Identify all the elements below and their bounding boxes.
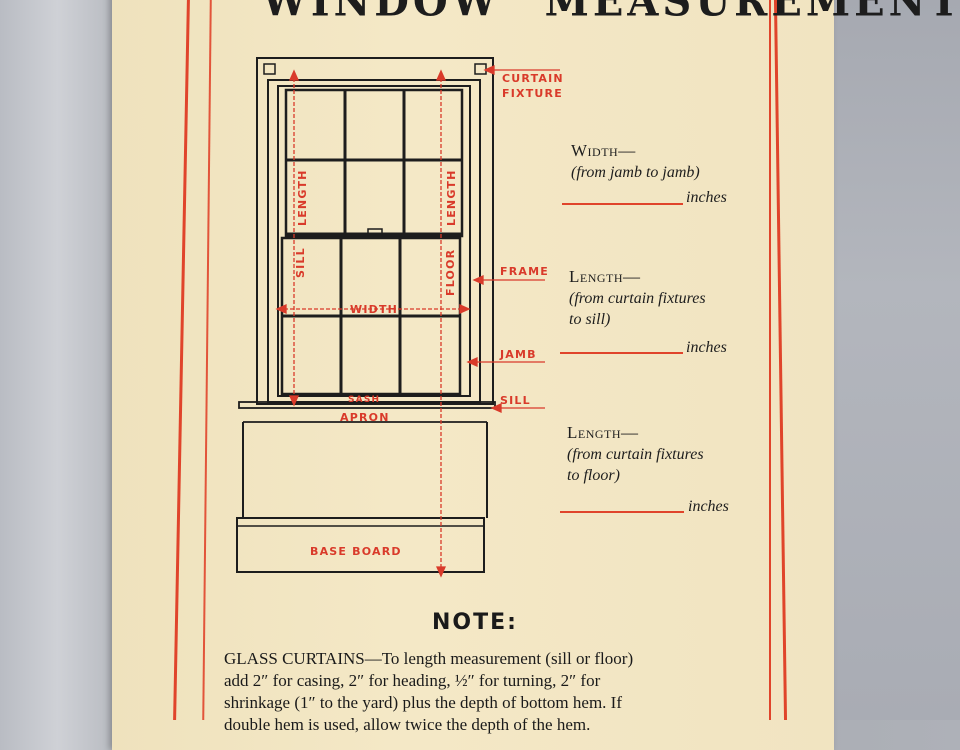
field-width-title: Width—: [571, 141, 636, 160]
label-length-right: LENGTH: [445, 170, 458, 226]
note-line: add 2″ for casing, 2″ for heading, ½″ fo…: [224, 671, 601, 690]
field-width-blank[interactable]: [562, 203, 683, 205]
field-length-floor-title: Length—: [567, 423, 639, 442]
window-frame: [267, 79, 481, 403]
field-length-sill-title: Length—: [569, 267, 641, 286]
label-curtain-fixture-2: FIXTURE: [502, 87, 563, 100]
field-width-unit: inches: [686, 189, 727, 206]
label-frame: FRAME: [500, 265, 549, 278]
label-length-left: LENGTH: [296, 170, 309, 226]
field-length-sill-unit: inches: [686, 339, 727, 356]
border-rule-right-inner: [769, 0, 771, 720]
label-sill-vertical: SILL: [294, 247, 307, 278]
window-casing: [256, 57, 494, 405]
sash-lock: [367, 228, 383, 236]
base-board: [236, 517, 485, 573]
note-body: GLASS CURTAINS—To length measurement (si…: [224, 648, 736, 736]
field-length-sill-sub-1: (from curtain fixtures: [569, 290, 706, 307]
label-sash: SASH: [348, 395, 380, 405]
window-frame-inner: [277, 85, 471, 397]
upper-sash: [284, 88, 464, 238]
field-length-floor-sub-1: (from curtain fixtures: [567, 446, 704, 463]
field-length-floor-blank[interactable]: [560, 511, 684, 513]
note-line: GLASS CURTAINS—To length measurement (si…: [224, 649, 634, 668]
sill-board: [238, 401, 496, 409]
field-length-sill-blank[interactable]: [560, 352, 683, 354]
label-floor-vertical: FLOOR: [444, 249, 457, 296]
curtain-fixture-right: [474, 63, 487, 75]
label-width: WIDTH: [350, 303, 398, 316]
label-sill: SILL: [500, 394, 531, 407]
label-apron: APRON: [340, 411, 390, 424]
field-length-sill-sub-2: to sill): [569, 311, 611, 328]
label-curtain-fixture-1: CURTAIN: [502, 72, 564, 85]
label-base-board: BASE BOARD: [310, 545, 402, 558]
measurement-card: [112, 0, 834, 750]
field-width-sub: (from jamb to jamb): [571, 164, 700, 181]
field-length-floor-sub-2: to floor): [567, 467, 620, 484]
title-word-1: WINDOW: [262, 0, 501, 27]
photo-scene: WINDOW MEASUREMENTS: [112, 0, 960, 750]
label-jamb: JAMB: [499, 348, 537, 361]
page-title: WINDOW MEASUREMENTS: [262, 0, 960, 27]
note-line: double hem is used, allow twice the dept…: [224, 715, 591, 734]
note-heading: NOTE:: [432, 610, 518, 635]
note-line: shrinkage (1″ to the yard) plus the dept…: [224, 693, 622, 712]
title-word-2: MEASUREMENTS: [544, 0, 960, 27]
window-diagram: CURTAIN FIXTURE LENGTH LENGTH SILL FLOOR…: [236, 57, 564, 578]
curtain-fixture-left: [263, 63, 276, 75]
background-surface: [830, 0, 960, 720]
field-length-floor-unit: inches: [688, 498, 729, 515]
